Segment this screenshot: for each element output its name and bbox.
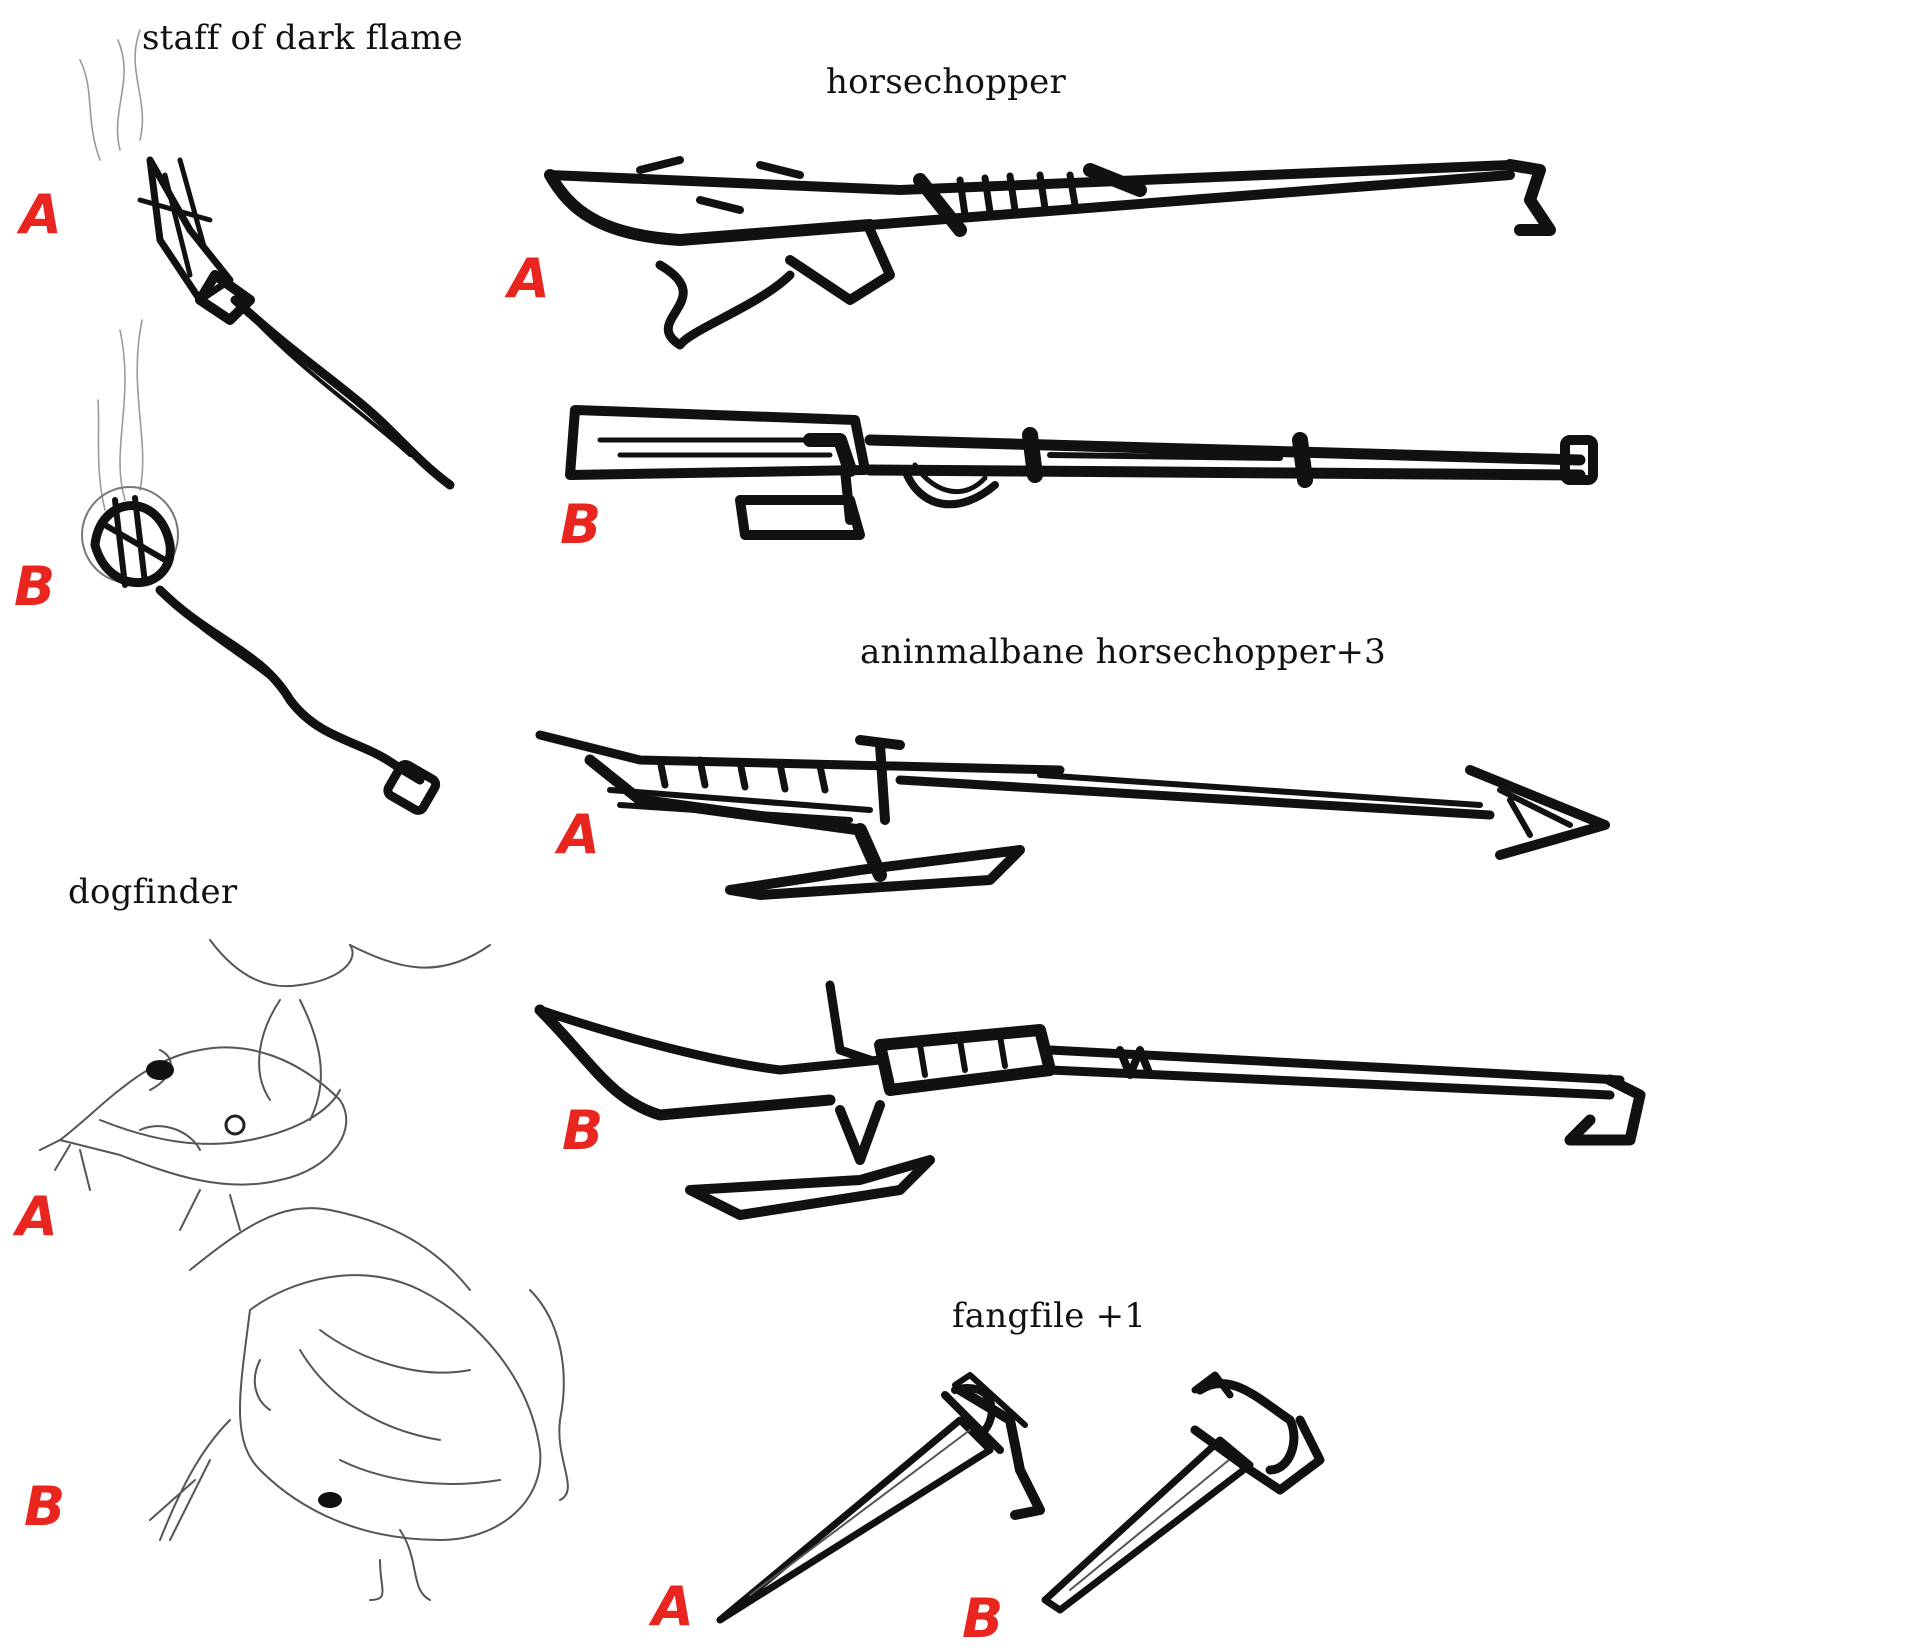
title-fangfile: fangfile +1	[952, 1296, 1147, 1336]
label-staff-variant-a: A	[20, 183, 62, 246]
staff-dark-flame-a-sketch	[79, 29, 455, 490]
label-horsechopper-variant-a: A	[508, 247, 550, 310]
label-fangfile-variant-b: B	[962, 1587, 1004, 1650]
label-dogfinder-variant-b: B	[24, 1475, 66, 1538]
horsechopper-a-sketch	[544, 156, 1556, 350]
label-horsechopper-variant-b: B	[560, 493, 602, 556]
label-aninmalbane-variant-b: B	[562, 1099, 604, 1162]
label-dogfinder-variant-a: A	[16, 1185, 58, 1248]
dogfinder-a-sketch	[39, 939, 491, 1231]
aninmalbane-a-sketch	[535, 730, 1610, 900]
label-aninmalbane-variant-a: A	[558, 803, 600, 866]
fangfile-b-sketch	[1041, 1371, 1325, 1614]
fangfile-a-sketch	[716, 1372, 1045, 1624]
horsechopper-b-sketch	[565, 405, 1598, 540]
title-staff-of-dark-flame: staff of dark flame	[142, 18, 463, 58]
aninmalbane-b-sketch	[534, 980, 1646, 1220]
label-staff-variant-b: B	[14, 555, 56, 618]
staff-dark-flame-b-sketch	[81, 319, 441, 815]
label-fangfile-variant-a: A	[652, 1575, 694, 1638]
title-dogfinder: dogfinder	[68, 872, 238, 912]
title-horsechopper: horsechopper	[826, 62, 1066, 102]
dogfinder-b-sketch	[149, 1207, 569, 1601]
title-aninmalbane-horsechopper: aninmalbane horsechopper+3	[860, 632, 1387, 672]
